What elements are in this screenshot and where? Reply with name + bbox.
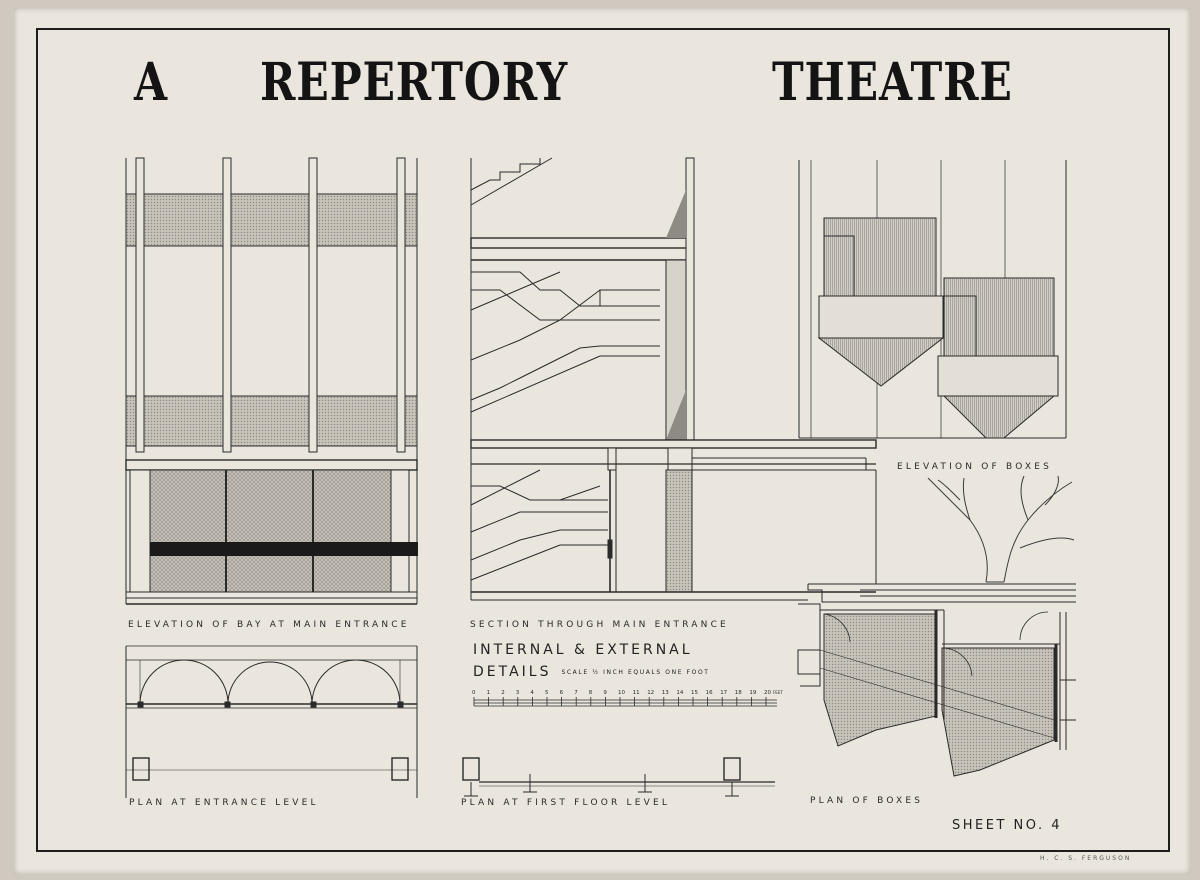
scale-tick-label: 14	[676, 690, 683, 696]
scale-tick-label: 7	[574, 690, 578, 696]
label-elevation-boxes: ELEVATION OF BOXES	[897, 462, 1053, 472]
scale-tick-label: 6	[560, 690, 564, 696]
plan-boxes-drawing	[797, 603, 1076, 777]
details-heading-line1: INTERNAL & EXTERNAL	[473, 642, 693, 658]
scale-tick-label: 15	[691, 690, 698, 696]
scale-tick-label: 8	[589, 690, 593, 696]
scale-unit-label: FEET	[773, 690, 783, 695]
scale-note: SCALE ½ INCH EQUALS ONE FOOT	[561, 668, 710, 676]
section-entrance-drawing	[470, 157, 877, 601]
elevation-bay-drawing	[125, 157, 418, 605]
scale-tick-label: 19	[749, 690, 756, 696]
title-word-a: A	[134, 52, 168, 113]
scale-tick-label: 16	[706, 690, 713, 696]
scale-tick-label: 3	[516, 690, 520, 696]
sheet-border	[36, 28, 1170, 852]
plan-entrance-drawing	[125, 645, 418, 798]
label-plan-boxes: PLAN OF BOXES	[810, 796, 924, 806]
scale-tick-label: 12	[647, 690, 654, 696]
sheet-number: SHEET NO. 4	[952, 818, 1062, 833]
scale-tick-label: 2	[501, 690, 505, 696]
scale-tick-label: 9	[603, 690, 607, 696]
details-heading-word: DETAILS	[473, 664, 552, 680]
label-section-entrance: SECTION THROUGH MAIN ENTRANCE	[470, 620, 729, 630]
scale-tick-label: 20	[764, 690, 771, 696]
scale-tick-label: 18	[735, 690, 742, 696]
scale-tick-label: 4	[530, 690, 534, 696]
label-plan-first-floor: PLAN AT FIRST FLOOR LEVEL	[461, 798, 671, 808]
label-elevation-bay: ELEVATION OF BAY AT MAIN ENTRANCE	[128, 620, 410, 630]
sheet-title: A REPERTORY THEATRE	[0, 52, 1200, 113]
ground-steps	[807, 583, 1076, 603]
elevation-boxes-drawing	[798, 160, 1067, 439]
scale-tick-label: 17	[720, 690, 727, 696]
title-word-repertory: REPERTORY	[260, 52, 569, 113]
scale-tick-label: 13	[662, 690, 669, 696]
scale-tick-label: 10	[618, 690, 625, 696]
author-credit: H. C. S. FERGUSON	[1040, 855, 1132, 862]
title-word-theatre: THEATRE	[772, 52, 1013, 113]
tree-sketch	[927, 475, 1075, 583]
scale-tick-label: 1	[487, 690, 491, 696]
scale-tick-label: 11	[633, 690, 640, 696]
scale-tick-label: 0	[472, 690, 476, 696]
label-plan-entrance: PLAN AT ENTRANCE LEVEL	[129, 798, 319, 808]
details-heading-line2: DETAILS SCALE ½ INCH EQUALS ONE FOOT	[473, 664, 710, 680]
plan-first-floor-drawing	[462, 757, 775, 797]
scale-tick-label: 5	[545, 690, 549, 696]
